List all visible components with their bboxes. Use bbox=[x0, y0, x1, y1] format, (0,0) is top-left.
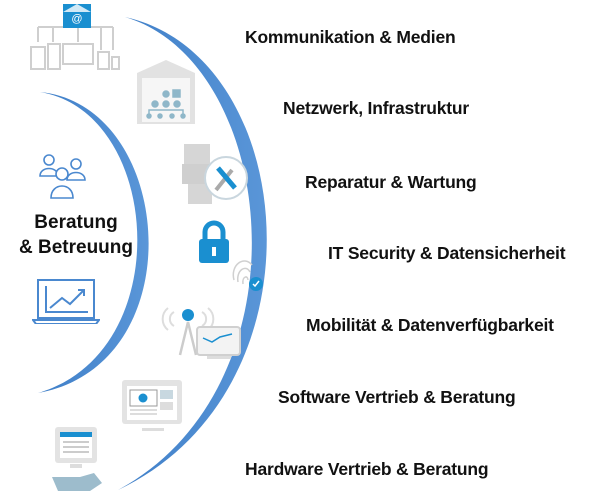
building-network-icon bbox=[137, 60, 195, 124]
service-label-kommunikation: Kommunikation & Medien bbox=[245, 27, 456, 47]
service-label-it-security: IT Security & Datensicherheit bbox=[328, 243, 566, 263]
center-label: Beratung & Betreuung bbox=[6, 210, 146, 260]
laptop-chart-icon bbox=[32, 279, 100, 324]
service-label-mobilitaet: Mobilität & Datenverfügbarkeit bbox=[306, 315, 554, 335]
monitor-media-icon bbox=[122, 380, 182, 431]
service-label-reparatur: Reparatur & Wartung bbox=[305, 172, 477, 192]
center-label-line1: Beratung bbox=[34, 212, 118, 233]
outer-arc bbox=[118, 17, 267, 490]
service-label-netzwerk: Netzwerk, Infrastruktur bbox=[283, 98, 470, 118]
email-network-icon: @ bbox=[30, 4, 120, 70]
service-label-hardware: Hardware Vertrieb & Beratung bbox=[245, 459, 489, 479]
tools-icon bbox=[182, 144, 248, 204]
service-label-software: Software Vertrieb & Beratung bbox=[278, 387, 516, 407]
lock-fingerprint-icon bbox=[199, 220, 263, 291]
people-group-icon bbox=[39, 154, 86, 199]
svg-text:@: @ bbox=[71, 13, 82, 25]
hand-monitor-icon bbox=[52, 427, 102, 491]
center-label-line2: & Betreuung bbox=[19, 237, 133, 258]
antenna-monitor-icon bbox=[161, 307, 241, 359]
